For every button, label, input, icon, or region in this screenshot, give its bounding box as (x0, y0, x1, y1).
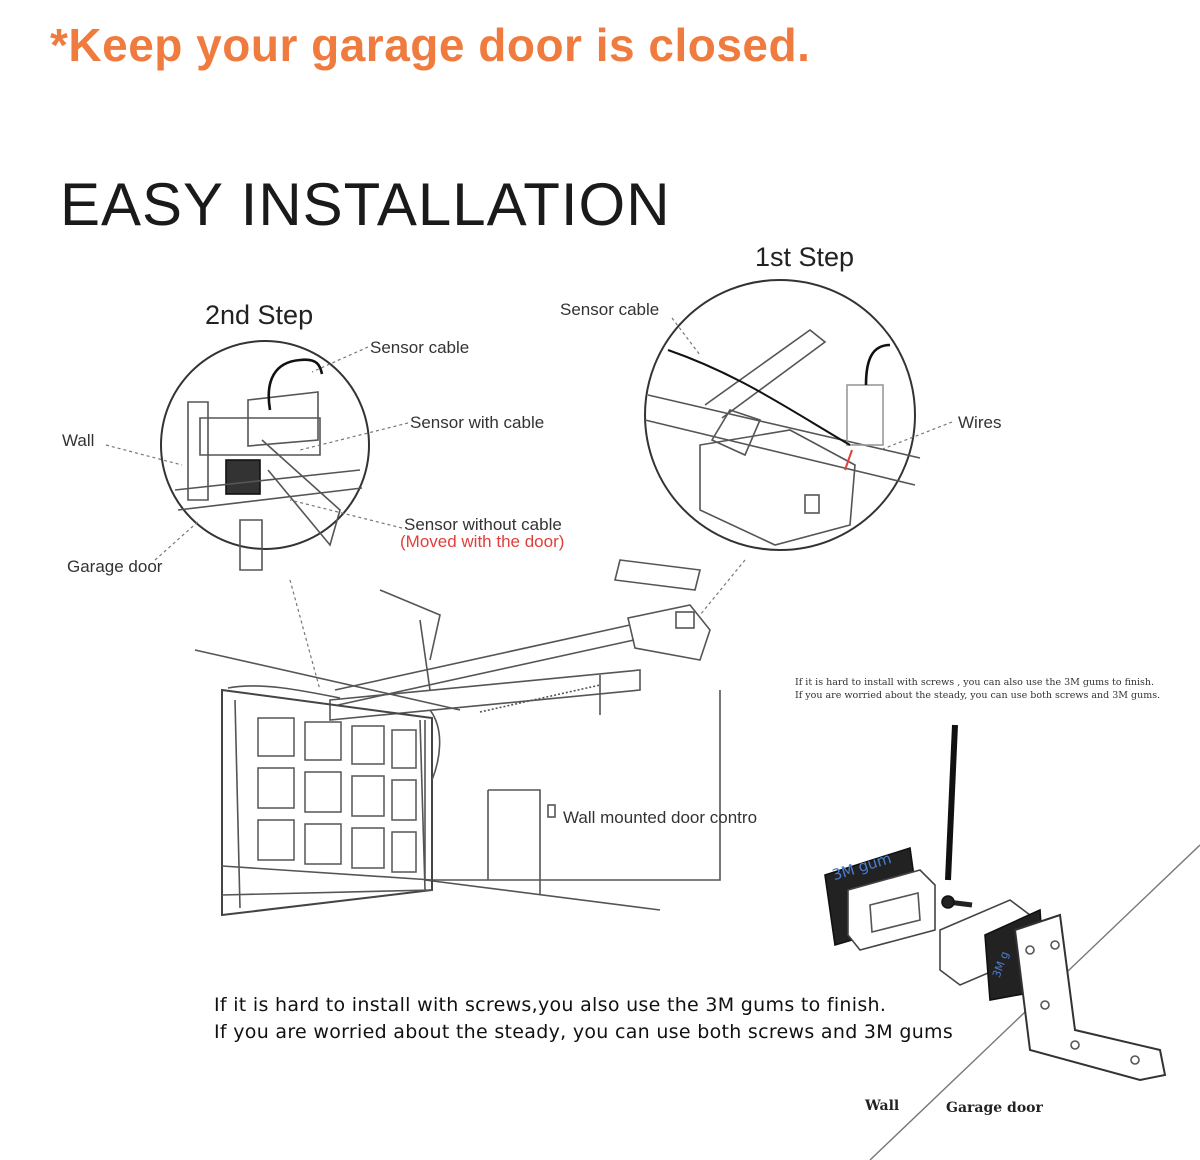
step1-sensor-cable-label: Sensor cable (560, 300, 660, 319)
page-title: EASY INSTALLATION (60, 171, 671, 238)
step2-sensor-cable-label: Sensor cable (370, 338, 470, 357)
bracket-garage-door-label: Garage door (946, 1100, 1043, 1116)
step1-wires-label: Wires (958, 413, 1002, 432)
sensor-without-cable-label: Sensor without cable (404, 515, 562, 534)
bracket-detail (824, 724, 1200, 1160)
bracket-wall-label: Wall (865, 1098, 900, 1114)
bracket-note-line2: If you are worried about the steady, you… (795, 690, 1161, 701)
step2-title: 2nd Step (205, 300, 314, 330)
moved-with-door-note: (Moved with the door) (400, 532, 565, 551)
caption-line2: If you are worried about the steady, you… (214, 1021, 954, 1043)
bracket-note-line1: If it is hard to install with screws , y… (795, 677, 1155, 688)
wall-control-label: Wall mounted door contro (563, 808, 758, 827)
garage-opener-assembly (329, 559, 711, 721)
garage-door (221, 685, 441, 917)
garage-door-label: Garage door (67, 557, 163, 576)
bracket-note: If it is hard to install with screws , y… (795, 676, 1160, 702)
caption-line1: If it is hard to install with screws,you… (214, 994, 887, 1016)
headline: *Keep your garage door is closed. (50, 19, 811, 71)
step1-detail-circle (644, 279, 921, 551)
wall-label: Wall (62, 431, 95, 450)
garage-walls (194, 649, 721, 911)
leader-lines (105, 317, 953, 691)
step1-title: 1st Step (755, 242, 855, 272)
sensor-with-cable-label: Sensor with cable (410, 413, 545, 432)
step2-detail-circle (160, 340, 370, 571)
